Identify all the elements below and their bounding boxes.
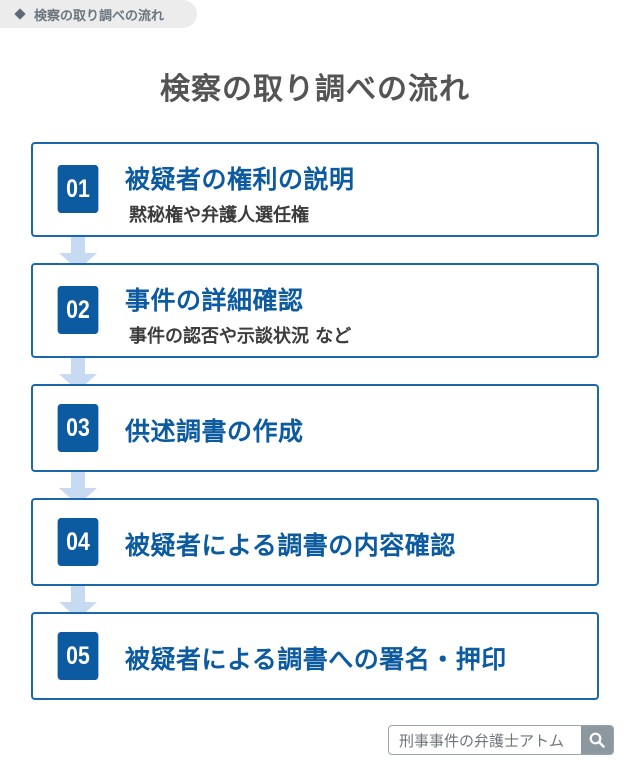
search-icon [589,732,605,748]
step-3: 03 供述調書の作成 [31,384,599,472]
step-number-badge: 01 [57,165,99,213]
step-5: 05 被疑者による調書への署名・押印 [31,612,599,700]
breadcrumb[interactable]: 検察の取り調べの流れ [0,0,197,28]
step-4: 04 被疑者による調書の内容確認 [31,498,599,586]
step-number-badge: 04 [57,518,99,566]
search-button[interactable] [581,726,613,754]
step-title: 供述調書の作成 [125,417,304,446]
breadcrumb-label: 検察の取り調べの流れ [34,8,165,24]
step-title: 被疑者による調書への署名・押印 [125,645,507,674]
step-title: 事件の詳細確認 [125,286,304,315]
step-number-badge: 03 [57,404,99,452]
step-number-badge: 05 [57,632,99,680]
page-title: 検察の取り調べの流れ [160,72,470,107]
search-label[interactable]: 刑事事件の弁護士アトム [399,731,565,750]
diamond-icon [14,8,26,20]
step-title: 被疑者による調書の内容確認 [125,531,456,560]
step-number-badge: 02 [57,286,99,334]
site-search[interactable]: 刑事事件の弁護士アトム [388,725,614,755]
step-1: 01 被疑者の権利の説明 黙秘権や弁護人選任権 [31,142,599,237]
step-subtitle: 事件の認否や示談状況 など [129,326,352,347]
step-2: 02 事件の詳細確認 事件の認否や示談状況 など [31,263,599,358]
step-title: 被疑者の権利の説明 [125,165,355,194]
step-subtitle: 黙秘権や弁護人選任権 [129,205,309,226]
